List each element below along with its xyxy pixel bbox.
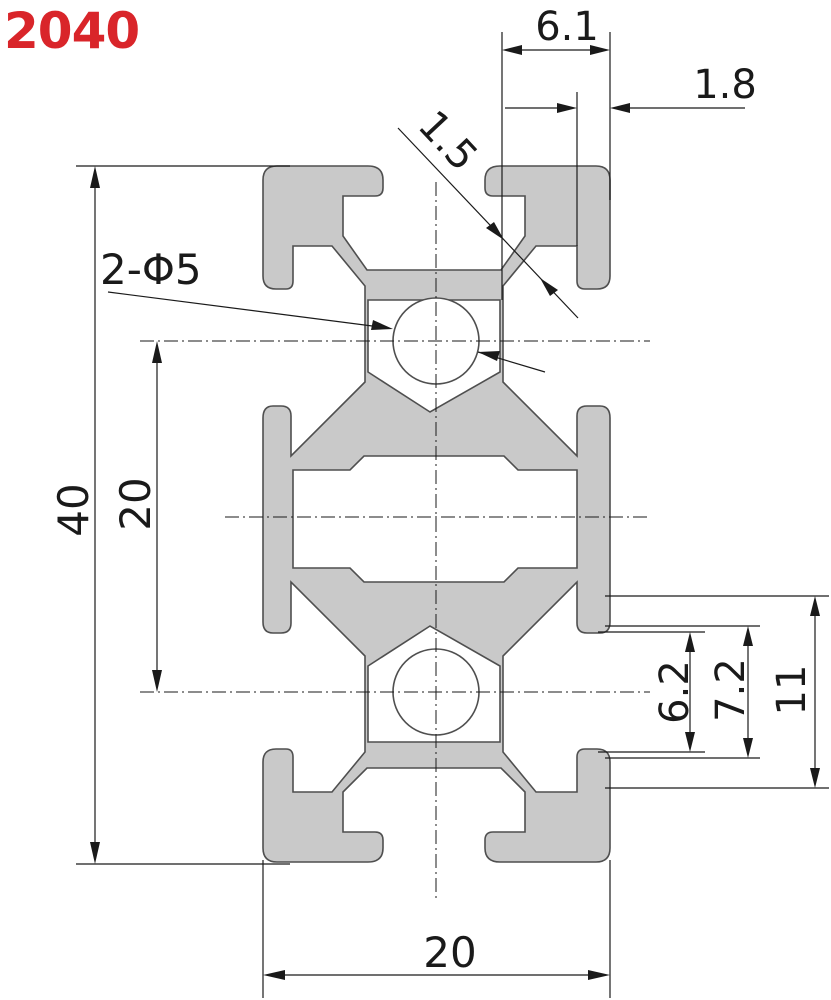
dimension-wall-thickness: 1.8 <box>505 62 757 246</box>
dimension-overall-width: 20 <box>262 860 611 998</box>
chamfer-label: 1.5 <box>409 102 486 180</box>
dimension-slot-depth: 11 <box>605 595 829 789</box>
profile-body <box>262 165 611 863</box>
dimension-slot-opening: 6.2 <box>598 631 705 753</box>
profile-title: 2040 <box>4 2 140 60</box>
slot-inner-label: 7.2 <box>708 658 754 722</box>
hole-spacing-label: 20 <box>111 477 160 530</box>
slot-depth-label: 11 <box>769 665 815 716</box>
dimension-hole-spacing: 20 <box>111 341 162 692</box>
dimension-hole-diameter: 2-Φ5 <box>100 245 546 373</box>
dimension-overall-height: 40 <box>49 165 290 865</box>
overall-height-label: 40 <box>49 483 98 536</box>
overall-width-label: 20 <box>423 928 476 977</box>
hole-spec-label: 2-Φ5 <box>100 245 202 294</box>
slot-width-label: 6.1 <box>535 4 599 50</box>
slot-opening-label: 6.2 <box>652 660 698 724</box>
wall-thickness-label: 1.8 <box>693 62 757 108</box>
dimension-slot-inner: 7.2 <box>605 625 760 759</box>
dimension-slot-width: 6.1 <box>501 4 611 300</box>
center-lines <box>140 182 650 900</box>
